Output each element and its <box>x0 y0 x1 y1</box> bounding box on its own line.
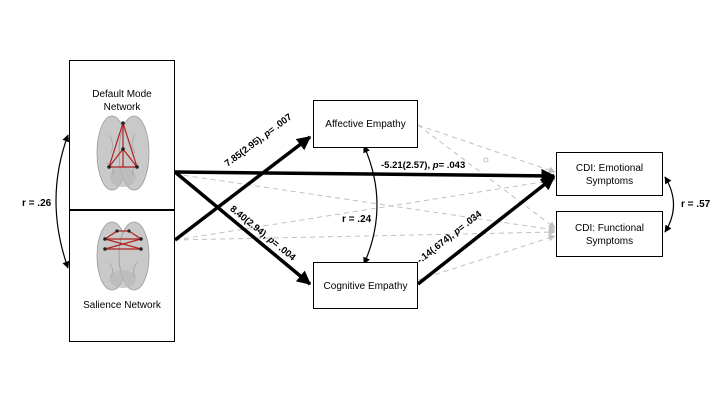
node-cdi-functional: CDI: Functional Symptoms <box>556 211 663 257</box>
corr-arc-empathy <box>363 145 378 265</box>
cognitive-label: Cognitive Empathy <box>323 281 408 292</box>
path-dmn-to-emotional <box>174 168 556 183</box>
corr-label-networks: r = .26 <box>22 198 52 209</box>
functional-label-line1: CDI: Functional <box>575 223 644 234</box>
dmn-label-line1: Default Mode <box>92 89 152 100</box>
node-default-mode-network: Default Mode Network <box>69 60 175 210</box>
path-affective-to-emotional <box>417 124 556 174</box>
node-salience-network: Salience Network <box>69 210 175 342</box>
path-salience-to-functional <box>174 228 556 241</box>
dmn-label-line2: Network <box>103 102 141 113</box>
node-cdi-emotional: CDI: Emotional Symptoms <box>556 152 663 196</box>
path-cognitive-to-functional <box>417 234 556 281</box>
salience-label: Salience Network <box>83 300 161 311</box>
path-crossing-dot <box>483 157 489 163</box>
affective-label: Affective Empathy <box>325 119 406 130</box>
path-salience-to-affective <box>173 135 312 242</box>
node-affective-empathy: Affective Empathy <box>313 100 418 148</box>
path-dmn-to-cognitive <box>173 170 312 286</box>
emotional-label-line2: Symptoms <box>585 176 634 187</box>
corr-label-empathy: r = .24 <box>342 214 372 225</box>
node-cognitive-empathy: Cognitive Empathy <box>313 262 418 309</box>
corr-label-cdi: r = .57 <box>681 199 711 210</box>
dmn-brain-image <box>96 115 150 191</box>
corr-arc-networks <box>55 134 70 269</box>
path-label-dmn-to-emotional: -5.21(2.57), p= .043 <box>381 160 466 171</box>
salience-brain-image <box>96 221 150 291</box>
emotional-label-line1: CDI: Emotional <box>575 163 644 174</box>
path-cognitive-to-emotional <box>416 175 556 286</box>
functional-label-line2: Symptoms <box>585 236 634 247</box>
corr-arc-cdi <box>664 176 675 233</box>
